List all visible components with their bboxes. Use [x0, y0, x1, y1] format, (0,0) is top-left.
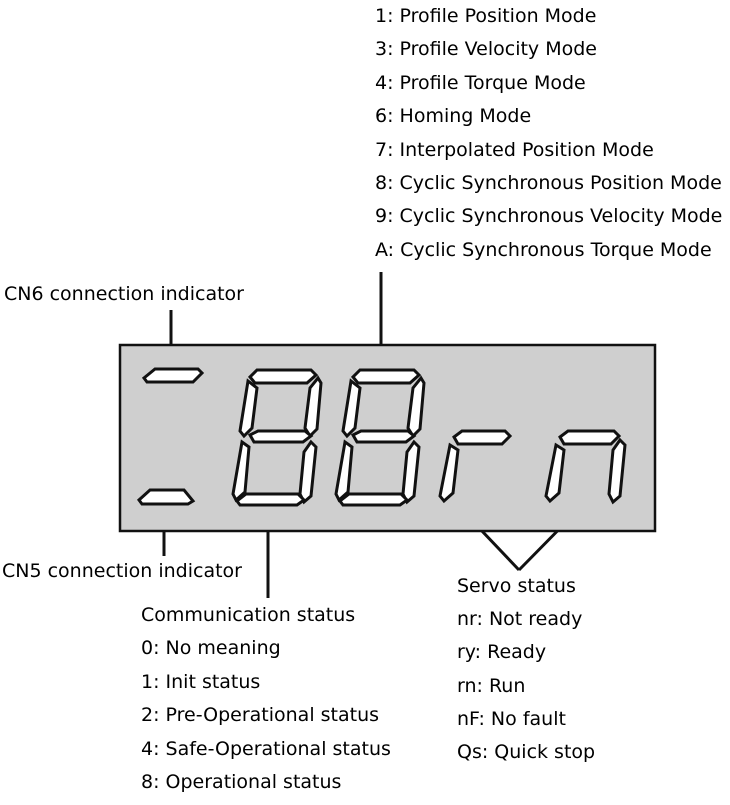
mode-item: 8: Cyclic Synchronous Position Mode — [375, 171, 722, 194]
servo-item: rn: Run — [457, 674, 526, 697]
comm-item: 2: Pre-Operational status — [141, 704, 380, 727]
segment-e — [544, 442, 566, 504]
servo-item: nr: Not ready — [457, 608, 583, 631]
comm-item: 8: Operational status — [141, 770, 342, 793]
segment-g — [452, 429, 513, 446]
mode-item: 3: Profile Velocity Mode — [375, 38, 597, 61]
segment-c — [298, 439, 318, 505]
segment-g — [558, 429, 622, 446]
mode-item: A: Cyclic Synchronous Torque Mode — [375, 238, 712, 261]
servo-status-list: Servo status nr: Not ready ry: Ready rn:… — [457, 576, 595, 775]
digit-communication — [231, 368, 323, 507]
comm-item: 4: Safe-Operational status — [141, 737, 391, 760]
segment-c — [401, 439, 421, 505]
segment-e — [334, 439, 354, 503]
comm-item: 0: No meaning — [141, 637, 281, 660]
mode-item: 4: Profile Torque Mode — [375, 71, 586, 94]
mode-item: 6: Homing Mode — [375, 105, 532, 128]
segment-a — [350, 368, 422, 385]
communication-status-list: Communication status 0: No meaning 1: In… — [141, 605, 391, 805]
servo-item: nF: No fault — [457, 707, 566, 730]
digit-servo-r — [438, 429, 513, 504]
cn5-indicator — [136, 488, 196, 506]
segment-a — [247, 368, 319, 385]
mode-item: 7: Interpolated Position Mode — [375, 138, 654, 161]
cn6-connection-label: CN6 connection indicator — [4, 283, 244, 305]
digit-operation-mode — [334, 368, 426, 507]
segment-f — [238, 378, 259, 439]
digit-servo-n — [544, 429, 627, 505]
servo-item: ry: Ready — [457, 641, 547, 664]
segment-d — [337, 492, 410, 507]
servo-status-title: Servo status — [457, 575, 576, 597]
cn6-indicator — [141, 367, 205, 384]
segment-d — [234, 492, 307, 507]
segment-e — [438, 442, 460, 504]
mode-item: 9: Cyclic Synchronous Velocity Mode — [375, 205, 723, 228]
cn5-connection-label: CN5 connection indicator — [2, 560, 242, 582]
operation-mode-list: 1: Profile Position Mode 3: Profile Velo… — [375, 6, 722, 273]
segment-f — [341, 378, 362, 439]
segment-g — [247, 429, 314, 444]
segment-c — [607, 437, 627, 505]
mode-item: 1: Profile Position Mode — [375, 5, 597, 27]
communication-status-title: Communication status — [141, 604, 356, 626]
segment-g — [350, 429, 417, 444]
comm-item: 1: Init status — [141, 670, 261, 693]
segment-e — [231, 439, 251, 503]
servo-item: Qs: Quick stop — [457, 740, 596, 763]
